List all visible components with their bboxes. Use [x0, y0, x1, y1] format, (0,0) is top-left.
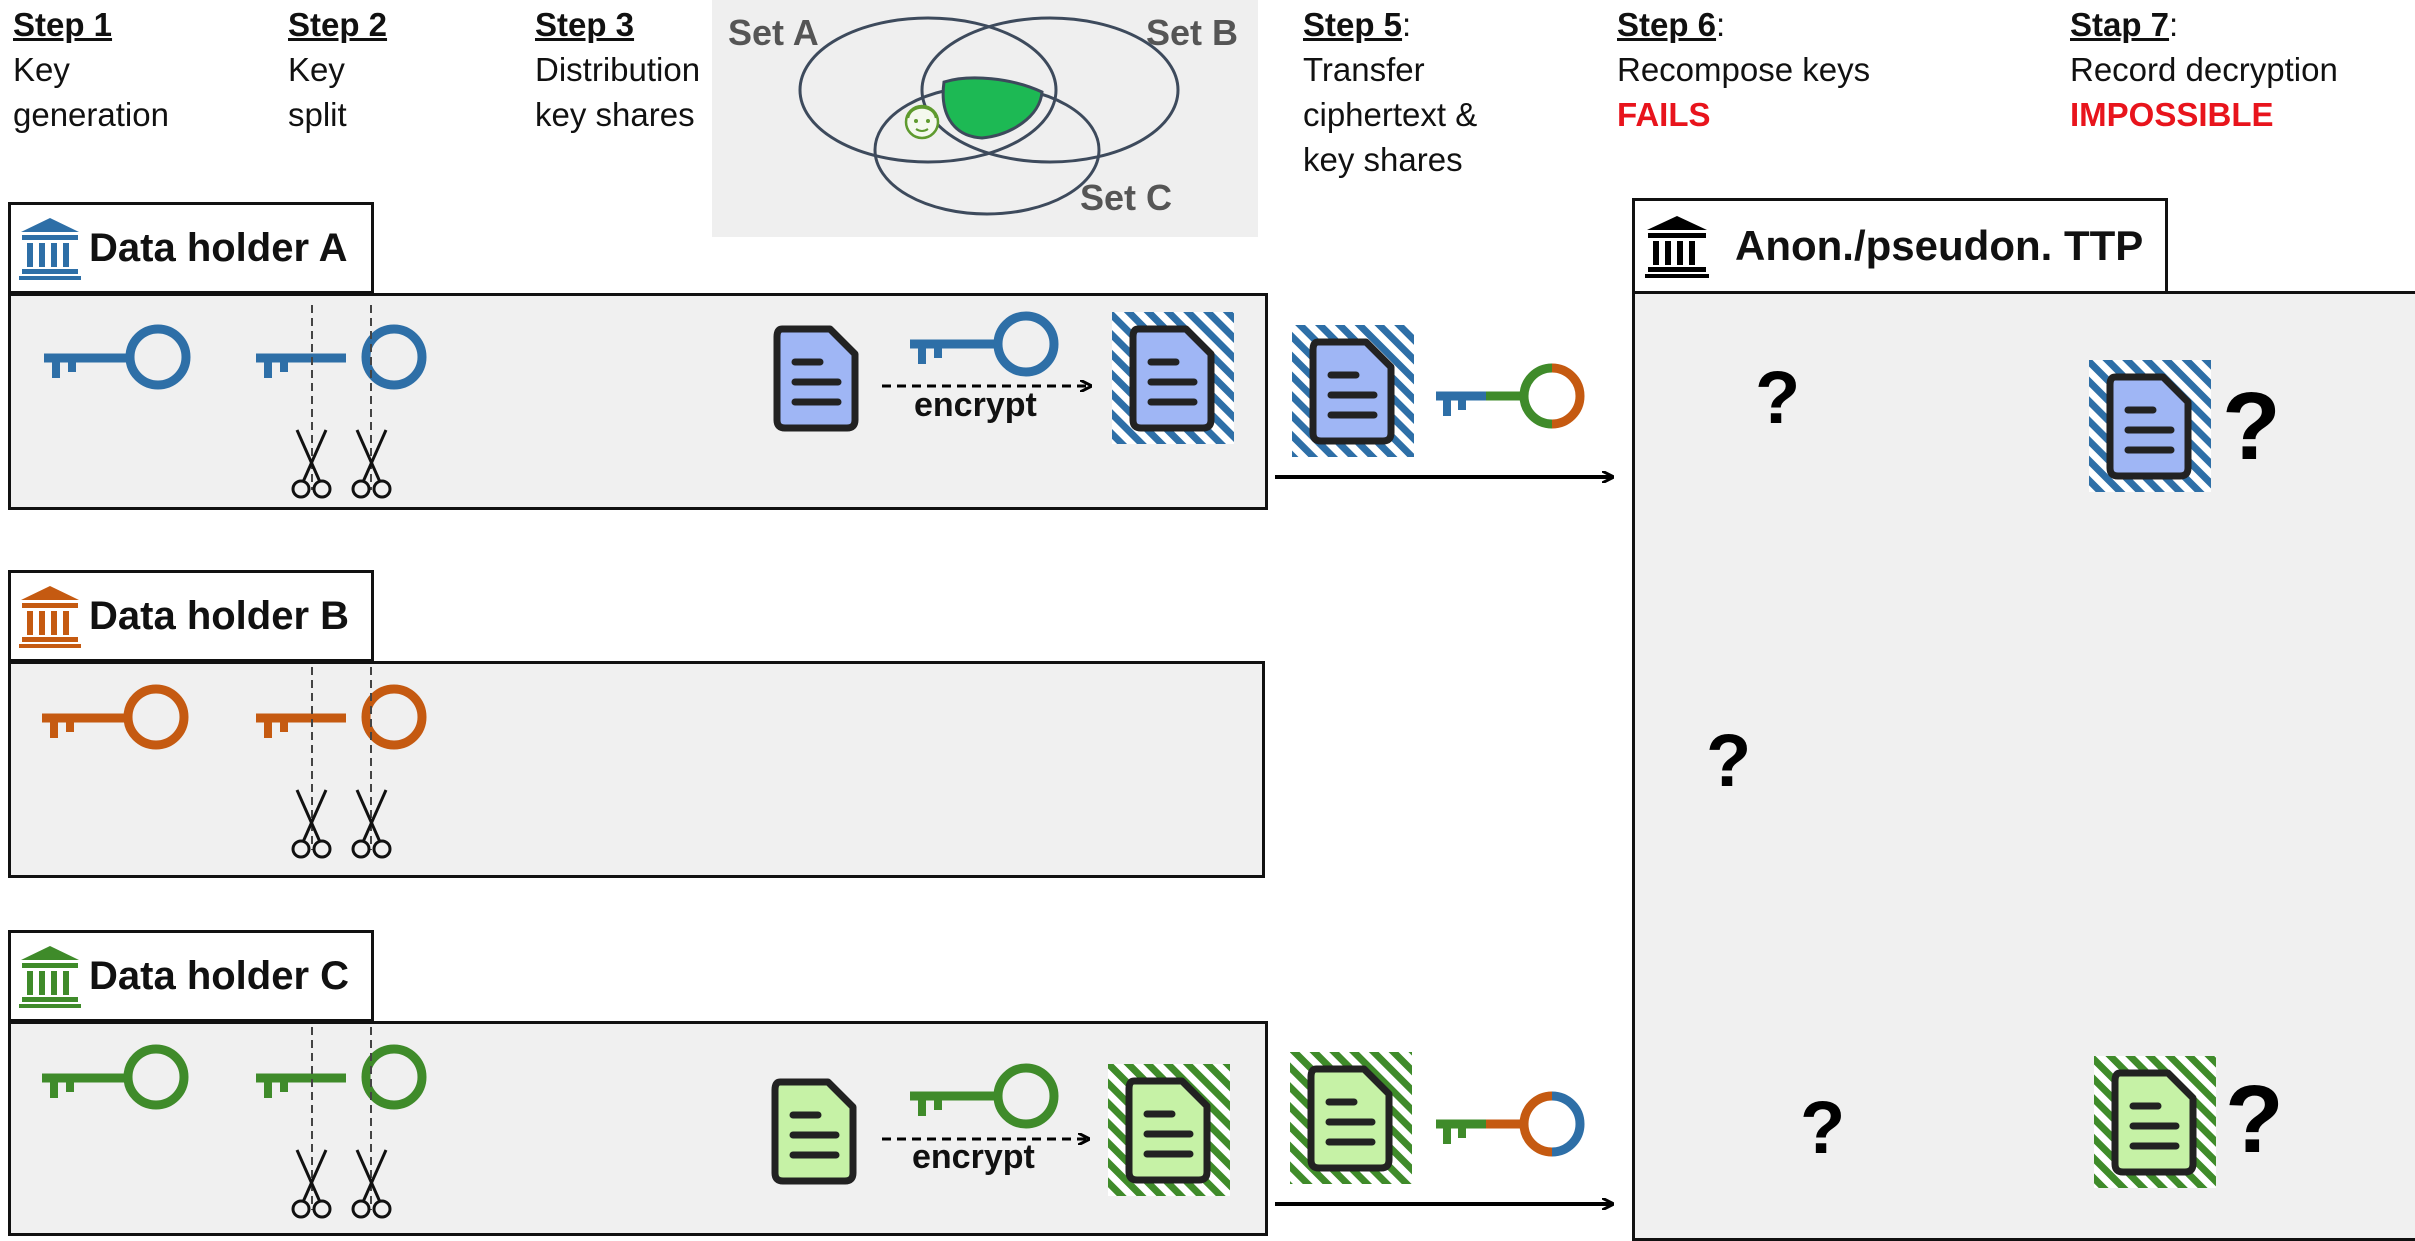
step-6-colon: :	[1716, 6, 1726, 43]
institution-icon	[19, 946, 81, 1008]
step-5: Step 5: Transfer ciphertext & key shares	[1303, 2, 1477, 182]
question-mark: ?	[2222, 373, 2281, 480]
encrypt-label-a: encrypt	[914, 386, 1037, 424]
step-2-line-1: Key	[288, 51, 345, 88]
set-a-label: Set A	[728, 12, 819, 53]
question-mark: ?	[1800, 1086, 1846, 1169]
step-3-line-2: key shares	[535, 96, 695, 133]
holder-b-label-box: Data holder B	[8, 570, 374, 662]
question-mark: ?	[1706, 719, 1752, 802]
institution-icon	[19, 218, 81, 280]
holder-a-label-box: Data holder A	[8, 202, 374, 294]
ttp-panel	[1632, 291, 2415, 1241]
encrypted-document-icon	[1290, 1052, 1412, 1184]
step-7-status: IMPOSSIBLE	[2070, 96, 2274, 133]
holder-c-panel	[8, 1021, 1268, 1236]
holder-c-label: Data holder C	[89, 953, 350, 998]
venn-diagram: Set A Set B Set C	[712, 0, 1258, 237]
person-icon	[904, 104, 940, 140]
step-7: Stap 7: Record decryption IMPOSSIBLE	[2070, 2, 2338, 137]
step-6-title: Step 6	[1617, 6, 1717, 43]
step-6: Step 6: Recompose keys FAILS	[1617, 2, 1870, 137]
step-1-line-1: Key	[13, 51, 70, 88]
step-1-line-2: generation	[13, 96, 169, 133]
step-5-line-2: ciphertext &	[1303, 96, 1478, 133]
holder-b-panel	[8, 661, 1265, 878]
step-1: Step 1 Key generation	[13, 2, 169, 137]
step-7-line-1: Record decryption	[2070, 51, 2338, 88]
key-shares-icon	[1436, 363, 1585, 429]
key-shares-icon	[1436, 1091, 1585, 1157]
set-b-label: Set B	[1146, 12, 1239, 53]
ttp-label: Anon./pseudon. TTP	[1735, 222, 2144, 269]
step-1-title: Step 1	[13, 6, 113, 43]
step-7-title: Stap 7	[2070, 6, 2170, 43]
overlap-region	[941, 76, 1044, 140]
set-b-ellipse	[920, 16, 1180, 164]
step-2-line-2: split	[288, 96, 347, 133]
step-7-colon: :	[2169, 6, 2179, 43]
holder-a-label: Data holder A	[89, 225, 348, 270]
step-6-line-1: Recompose keys	[1617, 51, 1871, 88]
set-c-label: Set C	[1080, 177, 1173, 218]
step-5-line-3: key shares	[1303, 141, 1463, 178]
step-5-colon: :	[1402, 6, 1412, 43]
step-3-title: Step 3	[535, 6, 635, 43]
set-a-ellipse	[798, 16, 1058, 164]
venn-shapes	[798, 16, 1180, 216]
holder-a-panel	[8, 293, 1268, 510]
step-3-line-1: Distribution	[535, 51, 701, 88]
ttp-label-box: Anon./pseudon. TTP	[1632, 198, 2168, 294]
question-mark: ?	[1755, 356, 1801, 439]
question-mark: ?	[2225, 1066, 2284, 1173]
step-5-title: Step 5	[1303, 6, 1403, 43]
step-2: Step 2 Key split	[288, 2, 387, 137]
holder-b-label: Data holder B	[89, 593, 350, 638]
step-6-status: FAILS	[1617, 96, 1711, 133]
step-3: Step 3 Distribution key shares	[535, 2, 700, 137]
encrypt-label-c: encrypt	[912, 1138, 1035, 1176]
encrypted-document-icon	[1292, 325, 1414, 457]
step-2-title: Step 2	[288, 6, 388, 43]
institution-icon	[1645, 216, 1709, 278]
holder-c-label-box: Data holder C	[8, 930, 374, 1022]
step-5-line-1: Transfer	[1303, 51, 1425, 88]
institution-icon	[19, 586, 81, 648]
